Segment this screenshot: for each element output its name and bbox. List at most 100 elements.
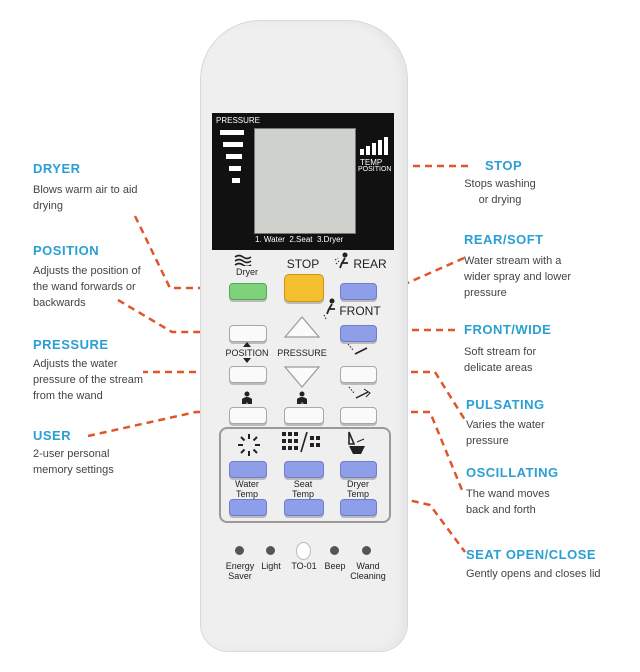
label-line: Temp <box>291 489 314 499</box>
seat-temp-down-button[interactable] <box>284 499 324 516</box>
rear-soft-callout-title: REAR/SOFT <box>464 232 544 247</box>
pressure-up-icon <box>284 316 320 338</box>
to01-label: TO-01 <box>291 561 317 571</box>
desc-line: Adjusts the position of <box>33 265 141 277</box>
stop-label: STOP <box>286 257 320 271</box>
position-forward-button[interactable] <box>229 325 267 342</box>
dryer-label: Dryer <box>236 267 258 277</box>
dryer-temp-label: Dryer Temp <box>333 479 383 499</box>
lcd-panel <box>254 128 356 234</box>
label-line: Temp <box>235 489 258 499</box>
label-line: Energy <box>225 561 255 571</box>
front-label: FRONT <box>339 304 381 318</box>
wand-cleaning-indicator <box>362 546 371 555</box>
desc-line: memory settings <box>33 464 114 476</box>
seat-lid-icon <box>348 431 365 454</box>
label-line: Seat <box>293 479 313 489</box>
light-label: Light <box>261 561 281 571</box>
desc-line: wider spray and lower <box>464 271 571 283</box>
oscillating-spray-icon <box>348 386 371 399</box>
desc-line: pressure of the stream <box>33 374 144 386</box>
user-1-icon <box>242 391 252 404</box>
desc-line: The wand moves <box>466 488 550 500</box>
dryer-temp-button[interactable] <box>340 499 377 516</box>
desc-line: Gently opens and closes lid <box>466 568 601 580</box>
oscillating-callout-title: OSCILLATING <box>466 465 559 480</box>
seat-open-close-button[interactable] <box>340 461 377 478</box>
position-callout-title: POSITION <box>33 243 100 258</box>
pressure-bars-icon <box>220 130 244 183</box>
user-2-button[interactable] <box>284 407 324 424</box>
rear-soft-callout-desc: Water stream with a wider spray and lowe… <box>464 253 571 301</box>
dryer-callout-desc: Blows warm air to aid drying <box>33 182 138 214</box>
dryer-callout-title: DRYER <box>33 161 81 176</box>
screen-position-label: POSITION <box>358 166 392 173</box>
screen-mode-labels: 1. Water 2.Seat 3.Dryer <box>255 235 344 244</box>
wand-cleaning-label: Wand Cleaning <box>346 561 390 581</box>
light-indicator <box>266 546 275 555</box>
oscillating-callout-desc: The wand moves back and forth <box>466 486 550 518</box>
position-callout-desc: Adjusts the position of the wand forward… <box>33 263 141 311</box>
dryer-button[interactable] <box>229 283 267 300</box>
rear-spray-icon <box>334 252 348 269</box>
beep-label: Beep <box>324 561 346 571</box>
desc-line: Water stream with a <box>464 255 562 267</box>
desc-line: delicate areas <box>464 362 533 374</box>
screen-temp-label: TEMP <box>360 158 383 167</box>
pressure-callout-title: PRESSURE <box>33 337 109 352</box>
position-arrows-icon <box>243 342 251 363</box>
rear-button[interactable] <box>340 283 377 300</box>
desc-line: 2-user personal <box>33 448 110 460</box>
pulsating-button[interactable] <box>340 366 377 383</box>
user-callout-title: USER <box>33 428 72 443</box>
seat-open-close-callout-title: SEAT OPEN/CLOSE <box>466 547 597 562</box>
label-line: Saver <box>228 571 252 581</box>
desc-line: the wand forwards or <box>33 281 136 293</box>
pulsating-callout-title: PULSATING <box>466 397 545 412</box>
water-temp-icon <box>238 434 260 456</box>
energy-saver-indicator <box>235 546 244 555</box>
temperature-panel <box>219 427 391 523</box>
desc-line: pressure <box>466 435 509 447</box>
desc-line: drying <box>33 200 63 212</box>
desc-line: or drying <box>478 194 522 206</box>
user-2-number: 2 <box>300 403 304 409</box>
temp-bars-icon <box>360 137 388 155</box>
desc-line: pressure <box>464 287 507 299</box>
stop-callout-title: STOP <box>485 158 523 173</box>
label-line: Cleaning <box>350 571 386 581</box>
desc-line: Stops washing <box>464 178 536 190</box>
stop-button[interactable] <box>284 274 324 302</box>
seat-temp-icon <box>282 432 320 453</box>
seat-open-close-callout-desc: Gently opens and closes lid <box>466 566 601 582</box>
water-temp-down-button[interactable] <box>229 499 267 516</box>
front-wide-callout-title: FRONT/WIDE <box>464 322 552 337</box>
label-line: Wand <box>356 561 380 571</box>
user-1-button[interactable] <box>229 407 267 424</box>
desc-line: Blows warm air to aid <box>33 184 138 196</box>
user-callout-desc: 2-user personal memory settings <box>33 446 114 478</box>
pressure-label: PRESSURE <box>277 348 327 358</box>
position-backward-button[interactable] <box>229 366 267 383</box>
rear-label: REAR <box>353 257 387 271</box>
user-2-icon <box>297 391 307 404</box>
label-line: Dryer <box>347 479 369 489</box>
desc-line: Soft stream for <box>464 346 537 358</box>
water-temp-label: Water Temp <box>222 479 272 499</box>
desc-line: Adjusts the water <box>33 358 118 370</box>
seat-temp-label: Seat Temp <box>278 479 328 499</box>
water-temp-up-button[interactable] <box>229 461 267 478</box>
position-label: POSITION <box>225 348 269 358</box>
energy-saver-label: Energy Saver <box>219 561 261 581</box>
front-button[interactable] <box>340 325 377 342</box>
front-spray-icon <box>323 298 335 320</box>
beep-indicator <box>330 546 339 555</box>
stop-callout-desc: Stops washing or drying <box>462 176 538 208</box>
to01-sensor <box>296 542 311 560</box>
screen-pressure-label: PRESSURE <box>216 116 261 125</box>
seat-temp-up-button[interactable] <box>284 461 324 478</box>
label-line: Water <box>235 479 259 489</box>
desc-line: backwards <box>33 297 86 309</box>
oscillating-button[interactable] <box>340 407 377 424</box>
desc-line: Varies the water <box>466 419 545 431</box>
